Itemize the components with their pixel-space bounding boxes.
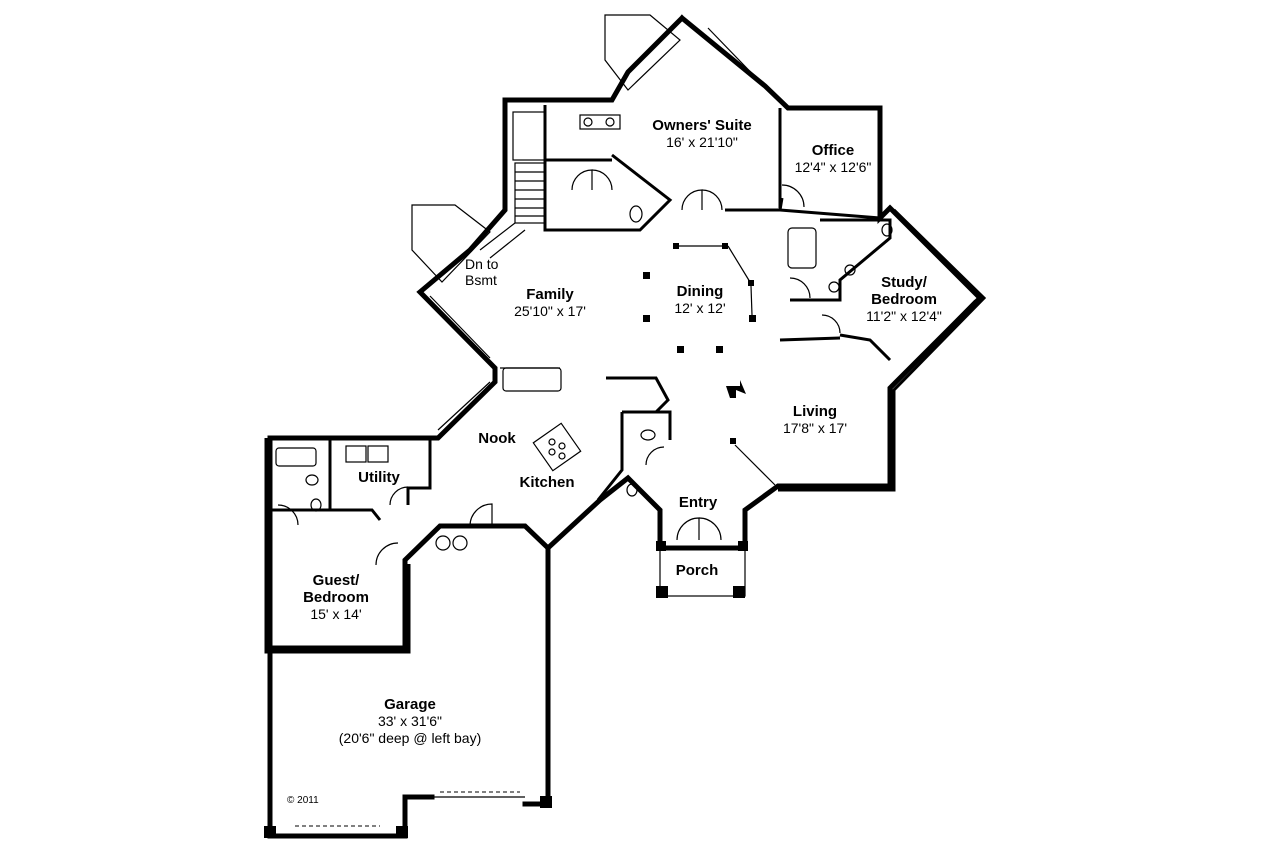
room-name: Porch (675, 562, 719, 579)
stair-label-line2: Bsmt (465, 272, 497, 288)
room-name: Family (526, 286, 574, 303)
room-dimensions: 33' x 31'6" (377, 713, 443, 729)
room-living: Living 17'8" x 17' (783, 403, 847, 437)
room-name: Garage (384, 696, 436, 713)
room-utility: Utility (358, 469, 400, 486)
room-name: Dining (676, 283, 724, 300)
room-name-line2: Bedroom (871, 291, 937, 308)
room-garage: Garage 33' x 31'6" (20'6" deep @ left ba… (339, 696, 482, 747)
room-office: Office 12'4" x 12'6" (795, 142, 872, 176)
room-name-line1: Study/ (881, 274, 927, 291)
room-name: Owners' Suite (652, 117, 752, 134)
room-name: Office (811, 142, 855, 159)
doors (277, 169, 841, 566)
room-porch: Porch (676, 562, 719, 579)
stair-label: Dn to Bsmt (465, 256, 498, 288)
room-entry: Entry (679, 494, 717, 511)
room-dimensions: 11'2" x 12'4" (866, 308, 942, 324)
room-study-bedroom: Study/ Bedroom 11'2" x 12'4" (866, 274, 942, 325)
room-dining: Dining 12' x 12' (674, 283, 725, 317)
fixtures (275, 114, 893, 551)
room-dimensions: 12'4" x 12'6" (794, 159, 872, 175)
room-name-line1: Guest/ (312, 572, 360, 589)
room-note: (20'6" deep @ left bay) (338, 730, 482, 746)
exterior-walls (264, 14, 987, 839)
room-kitchen: Kitchen (519, 474, 574, 491)
room-owners-suite: Owners' Suite 16' x 21'10" (652, 117, 751, 151)
room-dimensions: 25'10" x 17' (514, 303, 586, 319)
room-dimensions: 12' x 12' (674, 300, 726, 316)
room-name-line2: Bedroom (303, 589, 369, 606)
room-name: Entry (678, 494, 718, 511)
bay-outlines (411, 14, 976, 431)
room-dimensions: 17'8" x 17' (782, 420, 848, 436)
room-name: Living (792, 403, 838, 420)
room-family: Family 25'10" x 17' (514, 286, 586, 320)
room-dimensions: 16' x 21'10" (666, 134, 738, 150)
room-dimensions: 15' x 14' (310, 606, 362, 622)
room-name: Nook (478, 430, 516, 447)
room-name: Kitchen (519, 474, 575, 491)
stair-label-line1: Dn to (465, 256, 499, 272)
stairs (479, 111, 546, 259)
copyright-text: © 2011 (287, 795, 319, 806)
room-nook: Nook (478, 430, 516, 447)
room-guest-bedroom: Guest/ Bedroom 15' x 14' (303, 572, 369, 623)
room-name: Utility (358, 469, 400, 486)
columns (643, 243, 756, 444)
